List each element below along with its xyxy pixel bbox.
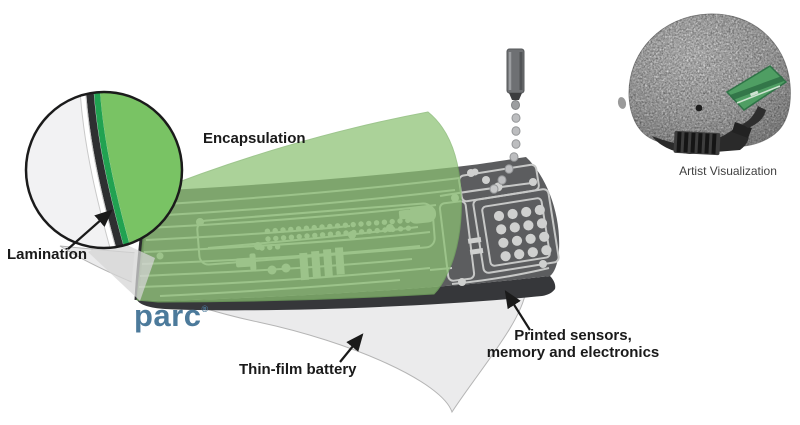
layer-white-substrate bbox=[80, 93, 117, 248]
parc-logo-text: parc bbox=[134, 298, 202, 333]
lamination-label: Lamination bbox=[7, 246, 88, 263]
battery-arrow bbox=[339, 333, 364, 363]
layer-encapsulation bbox=[100, 92, 182, 248]
magnifier-ring bbox=[24, 90, 184, 250]
printed-sensors-arrow bbox=[504, 290, 531, 331]
helmet-patch bbox=[725, 65, 788, 111]
layer-dark-green bbox=[94, 92, 131, 248]
printed-sensors-line2: memory and electronics bbox=[486, 344, 660, 361]
lamination-arrow bbox=[67, 209, 113, 250]
thin-film-battery-label: Thin-film battery bbox=[239, 361, 357, 378]
parc-logo: parc® bbox=[134, 298, 208, 334]
layer-stack bbox=[79, 92, 182, 248]
contact-pad-grid bbox=[493, 204, 552, 262]
registered-mark: ® bbox=[201, 304, 209, 314]
artist-visualization-caption: Artist Visualization bbox=[679, 164, 777, 178]
magnifier-callout-cone bbox=[88, 238, 155, 301]
helmet-chin-strap bbox=[652, 106, 766, 156]
printed-sensors-label: Printed sensors, memory and electronics bbox=[468, 327, 678, 361]
helmet-rivet bbox=[695, 104, 703, 112]
circuit-pads-right bbox=[451, 168, 552, 286]
inkjet-nozzle-icon bbox=[506, 48, 525, 110]
encapsulation-label: Encapsulation bbox=[203, 130, 306, 147]
layer-black bbox=[86, 92, 125, 248]
helmet-stipple-texture bbox=[628, 13, 791, 150]
encapsulation-sheet bbox=[136, 111, 462, 303]
printed-sensors-line1: Printed sensors, bbox=[514, 327, 632, 344]
helmet-illustration bbox=[617, 13, 791, 156]
magnifier-circle bbox=[24, 90, 184, 250]
ink-droplets bbox=[489, 113, 521, 194]
callout-arrows bbox=[67, 209, 531, 363]
